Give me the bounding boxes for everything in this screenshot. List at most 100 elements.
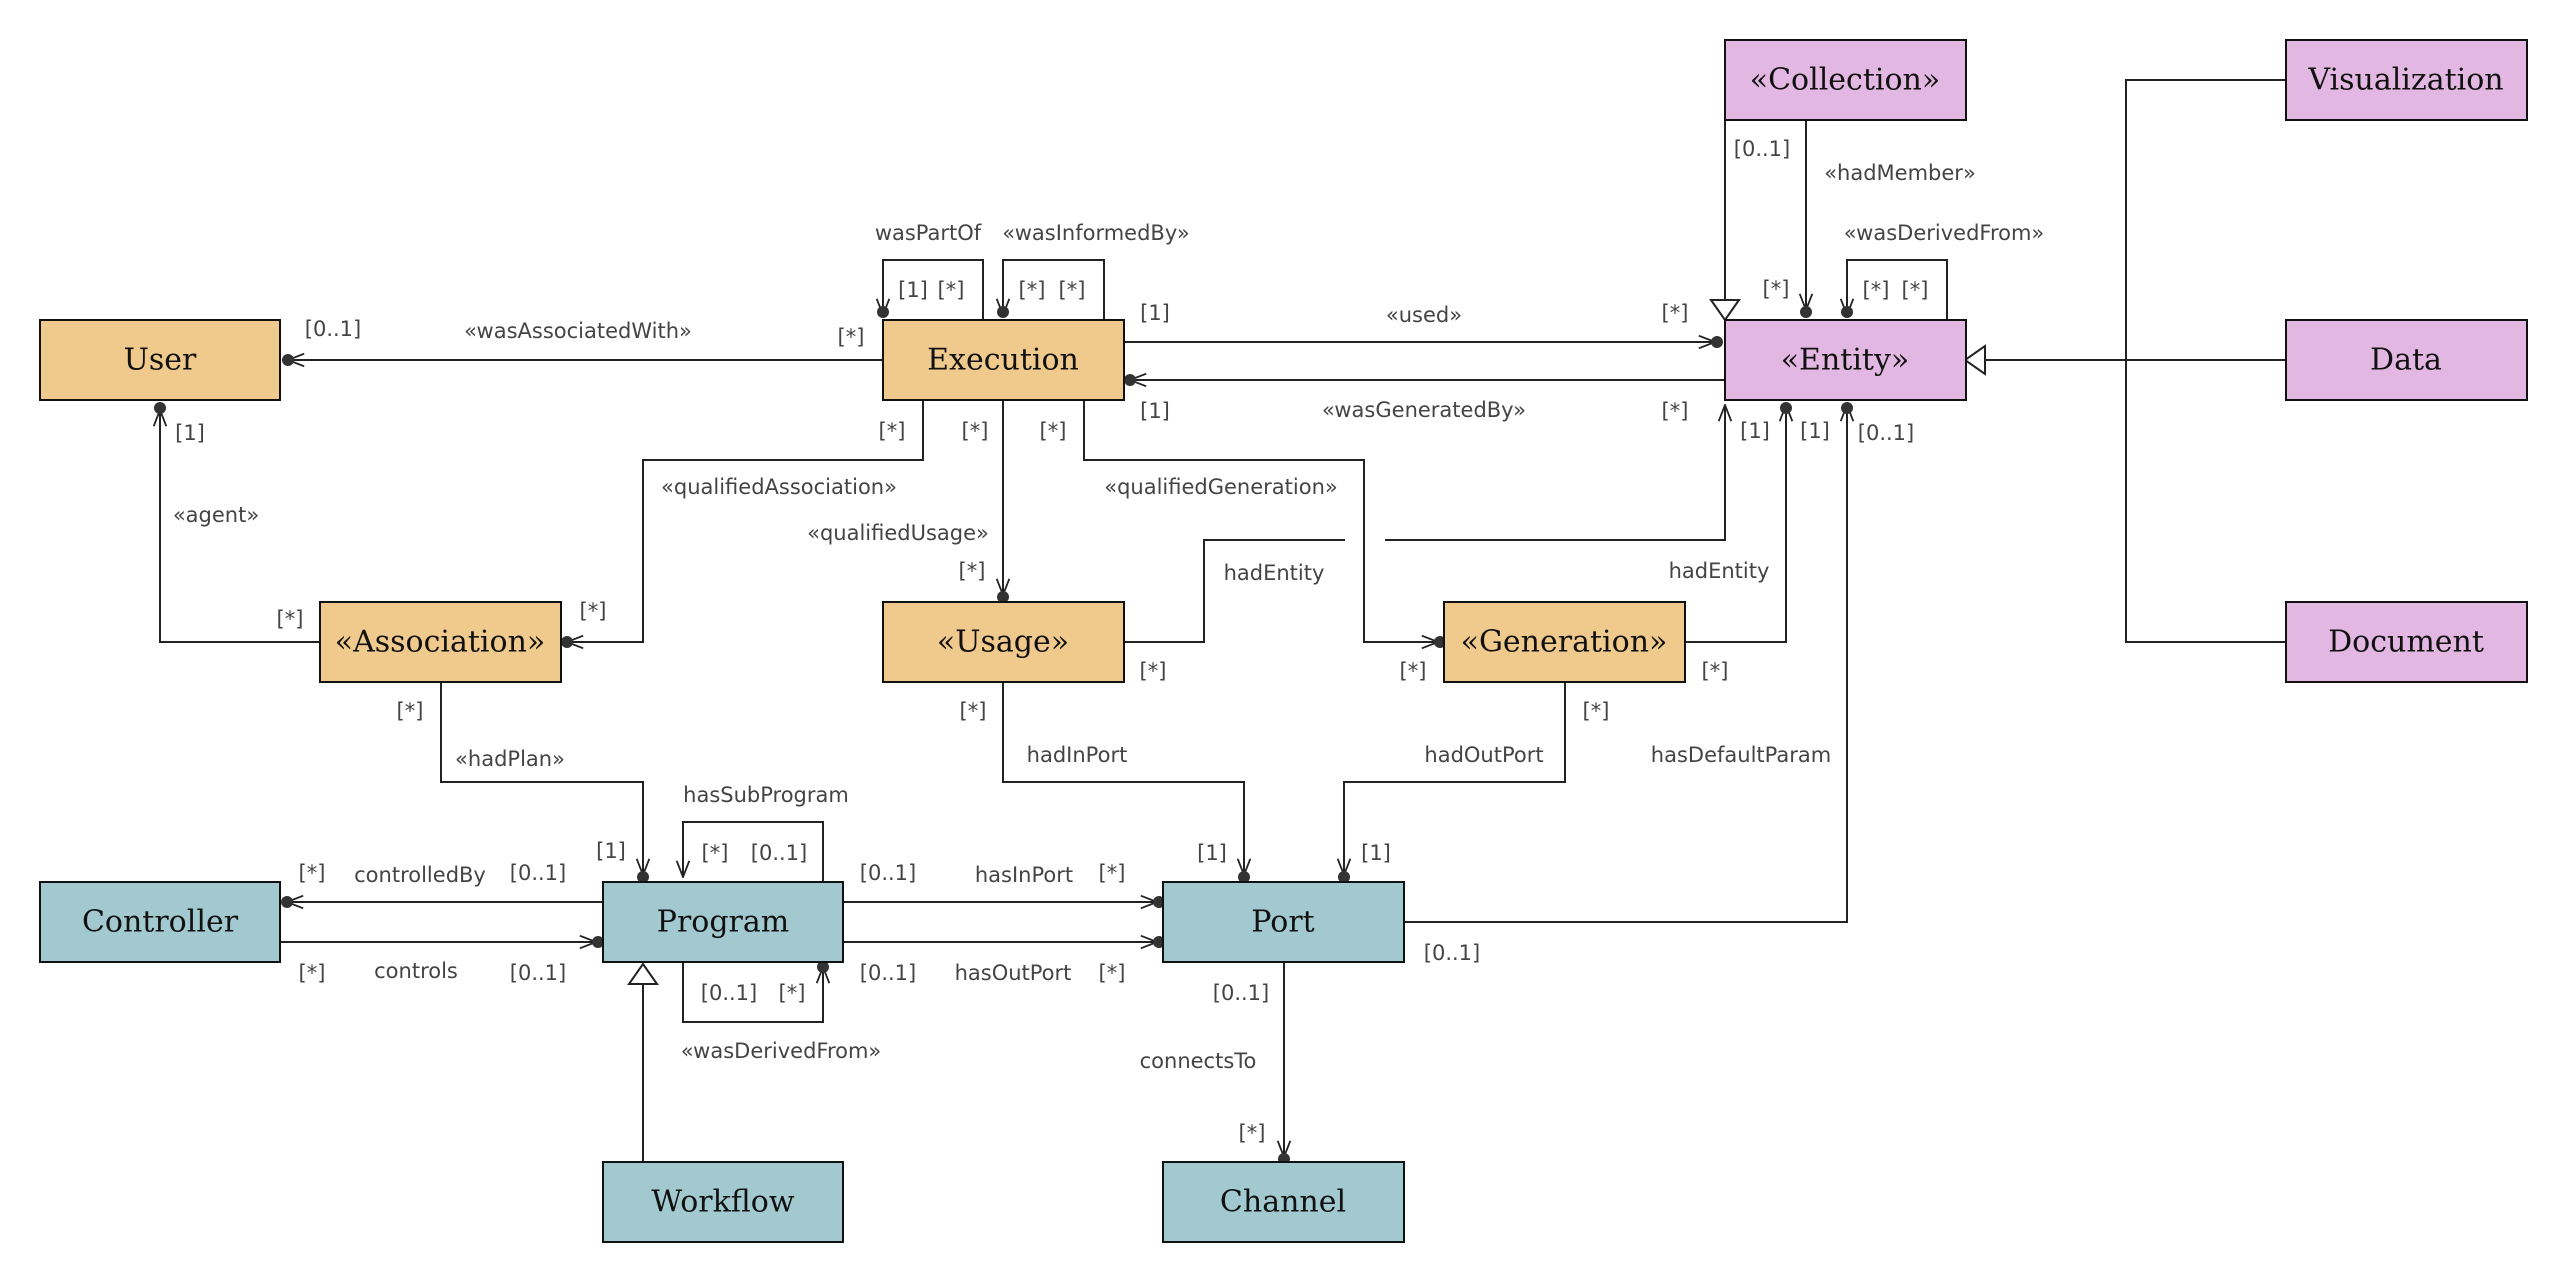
mult-label: [*] bbox=[838, 325, 865, 349]
class-channel-name: Channel bbox=[1220, 1185, 1346, 1220]
class-generation-name: «Generation» bbox=[1461, 625, 1668, 660]
class-data[interactable]: Data bbox=[2285, 319, 2528, 401]
edge-has-default-param bbox=[1404, 405, 1847, 923]
label-has-sub-program: hasSubProgram bbox=[683, 783, 849, 807]
mult-label: [*] bbox=[1662, 399, 1689, 423]
end-dot bbox=[997, 591, 1009, 603]
edge-agent bbox=[160, 410, 320, 643]
class-collection-name: «Collection» bbox=[1750, 63, 1941, 98]
end-dot bbox=[1238, 871, 1250, 883]
generalization-triangle-collection bbox=[1709, 299, 1741, 322]
class-data-box bbox=[2285, 319, 2528, 401]
class-execution-name: Execution bbox=[927, 343, 1079, 378]
edge-program-was-derived-from bbox=[682, 962, 823, 1023]
edge-had-entity-usage bbox=[1124, 539, 1345, 643]
class-execution[interactable]: Execution bbox=[882, 319, 1125, 401]
class-controller[interactable]: Controller bbox=[39, 881, 281, 963]
label-had-plan: «hadPlan» bbox=[455, 747, 565, 771]
label-had-in-port: hadInPort bbox=[1027, 743, 1128, 767]
end-dot bbox=[1841, 306, 1853, 318]
edge-entity-was-derived-from bbox=[1847, 259, 1948, 320]
label-controls: controls bbox=[374, 959, 458, 983]
class-execution-box bbox=[882, 319, 1125, 401]
class-usage-name: «Usage» bbox=[937, 625, 1069, 660]
label-had-member: «hadMember» bbox=[1824, 161, 1976, 185]
generalization-triangle-program bbox=[627, 962, 659, 985]
label-was-associated-with: «wasAssociatedWith» bbox=[464, 319, 692, 343]
class-entity-box bbox=[1724, 319, 1967, 401]
mult-label: [1] bbox=[1140, 399, 1170, 423]
mult-label: [1] bbox=[898, 278, 928, 302]
end-dot bbox=[1711, 336, 1723, 348]
mult-label: [*] bbox=[580, 599, 607, 623]
mult-label: [0..1] bbox=[1424, 941, 1480, 965]
class-generation[interactable]: «Generation» bbox=[1443, 601, 1686, 683]
edge-was-part-of bbox=[883, 259, 984, 320]
edge-had-out-port bbox=[1344, 682, 1566, 875]
mult-label: [1] bbox=[596, 839, 626, 863]
mult-label: [*] bbox=[962, 419, 989, 443]
mult-label: [1] bbox=[175, 421, 205, 445]
relation-labels: «wasAssociatedWith» wasPartOf «wasInform… bbox=[173, 161, 2044, 1073]
end-dot bbox=[561, 636, 573, 648]
label-has-out-port: hasOutPort bbox=[955, 961, 1072, 985]
class-visualization[interactable]: Visualization bbox=[2285, 39, 2528, 121]
mult-label: [1] bbox=[1140, 301, 1170, 325]
class-port[interactable]: Port bbox=[1162, 881, 1405, 963]
mult-label: [*] bbox=[299, 961, 326, 985]
end-dot bbox=[1338, 871, 1350, 883]
class-workflow-box bbox=[602, 1161, 844, 1243]
edge-qualified-generation bbox=[1083, 400, 1438, 642]
mult-label: [*] bbox=[1019, 278, 1046, 302]
label-has-default-param: hasDefaultParam bbox=[1651, 743, 1831, 767]
mult-label: [*] bbox=[1099, 961, 1126, 985]
end-dot bbox=[637, 871, 649, 883]
label-qualified-association: «qualifiedAssociation» bbox=[661, 475, 897, 499]
class-visualization-name: Visualization bbox=[2307, 63, 2503, 98]
mult-label: [*] bbox=[879, 419, 906, 443]
mult-label: [*] bbox=[1099, 861, 1126, 885]
class-association[interactable]: «Association» bbox=[319, 601, 562, 683]
class-channel[interactable]: Channel bbox=[1162, 1161, 1405, 1243]
class-document[interactable]: Document bbox=[2285, 601, 2528, 683]
label-had-entity-usage: hadEntity bbox=[1224, 561, 1325, 585]
class-association-name: «Association» bbox=[335, 625, 546, 660]
class-entity[interactable]: «Entity» bbox=[1724, 319, 1967, 401]
edge-was-informed-by bbox=[1003, 259, 1105, 320]
class-user[interactable]: User bbox=[39, 319, 281, 401]
class-program[interactable]: Program bbox=[602, 881, 844, 963]
mult-label: [1] bbox=[1740, 419, 1770, 443]
label-had-out-port: hadOutPort bbox=[1424, 743, 1543, 767]
class-data-name: Data bbox=[2370, 343, 2442, 378]
end-dot bbox=[1841, 402, 1853, 414]
class-controller-box bbox=[39, 881, 281, 963]
label-was-generated-by: «wasGeneratedBy» bbox=[1322, 398, 1526, 422]
mult-label: [0..1] bbox=[1734, 137, 1790, 161]
class-usage[interactable]: «Usage» bbox=[882, 601, 1125, 683]
mult-label: [*] bbox=[959, 559, 986, 583]
mult-label: [0..1] bbox=[510, 961, 566, 985]
mult-label: [*] bbox=[1239, 1121, 1266, 1145]
generalization-triangle-entity bbox=[1963, 344, 1986, 376]
mult-label: [*] bbox=[1902, 278, 1929, 302]
mult-label: [*] bbox=[299, 861, 326, 885]
mult-label: [0..1] bbox=[1858, 421, 1914, 445]
mult-label: [*] bbox=[277, 607, 304, 631]
class-visualization-box bbox=[2285, 39, 2528, 121]
end-dot bbox=[817, 961, 829, 973]
class-collection[interactable]: «Collection» bbox=[1724, 39, 1967, 121]
mult-label: [*] bbox=[779, 981, 806, 1005]
mult-label: [1] bbox=[1197, 841, 1227, 865]
edge-visualization-generalization bbox=[2125, 79, 2286, 360]
label-controlled-by: controlledBy bbox=[354, 863, 486, 887]
mult-label: [*] bbox=[1059, 278, 1086, 302]
class-user-name: User bbox=[124, 343, 197, 378]
multiplicities: [0..1] [*] [1] [*] [*] [*] [1] [*] [1] [… bbox=[175, 137, 1928, 1145]
mult-label: [0..1] bbox=[510, 861, 566, 885]
end-dot bbox=[997, 306, 1009, 318]
label-was-part-of: wasPartOf bbox=[875, 221, 982, 245]
edge-document-generalization bbox=[2125, 360, 2286, 643]
class-workflow[interactable]: Workflow bbox=[602, 1161, 844, 1243]
class-port-box bbox=[1162, 881, 1405, 963]
mult-label: [*] bbox=[397, 699, 424, 723]
